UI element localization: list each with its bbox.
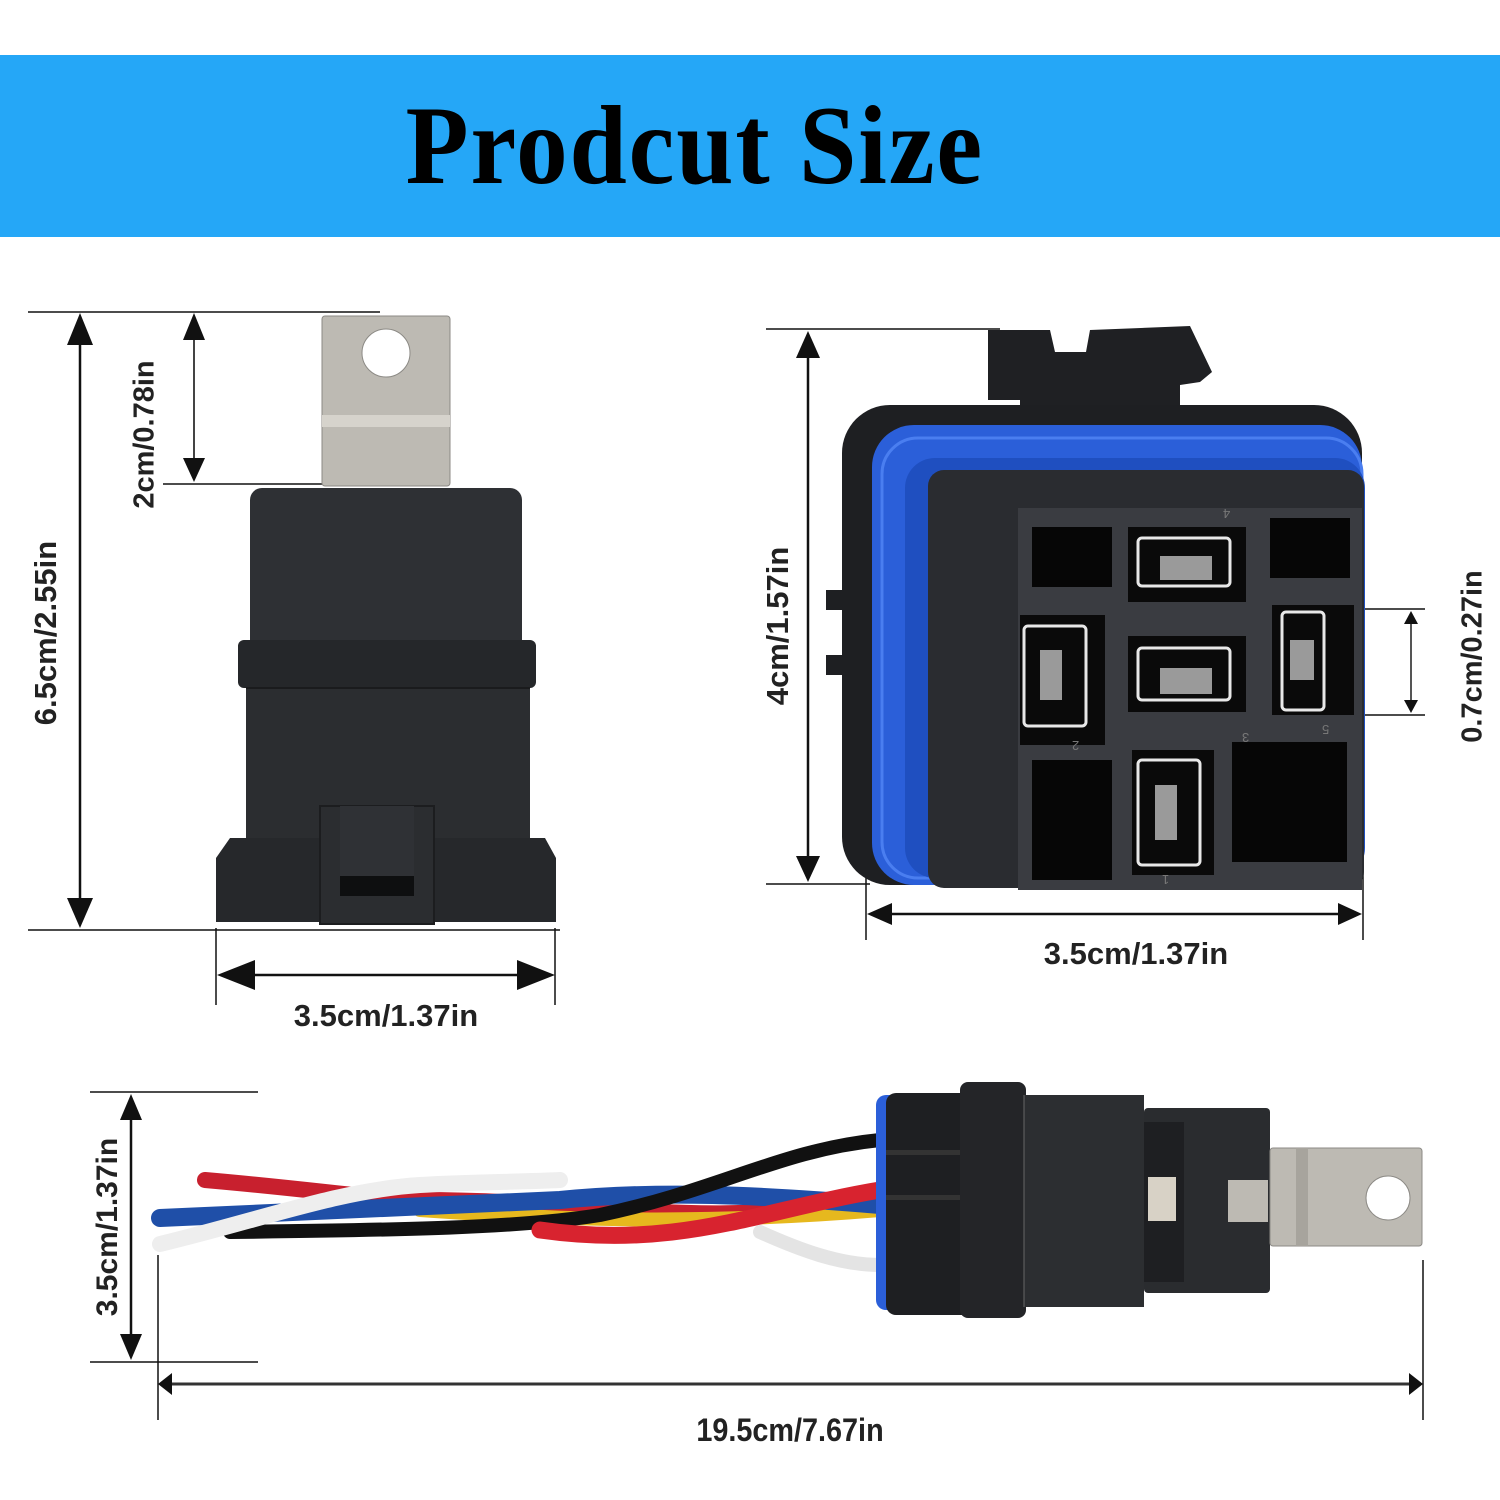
dimension-label-total-length: 19.5cm/7.67in	[696, 1412, 884, 1448]
banner-title: Prodcut Size	[405, 83, 984, 208]
wire-black	[223, 1133, 887, 1239]
dimension-label-width: 3.5cm/1.37in	[293, 998, 479, 1033]
title-banner: Prodcut Size	[0, 55, 1500, 237]
wire-red-front	[531, 1181, 889, 1244]
wire-yellow	[413, 1203, 887, 1227]
wire-white	[152, 1172, 568, 1252]
wire-white-rear	[753, 1225, 887, 1272]
dimension-label-socket-width: 3.5cm/1.37in	[1043, 936, 1229, 971]
dimension-label-harness-height: 3.5cm/1.37in	[91, 1137, 124, 1317]
